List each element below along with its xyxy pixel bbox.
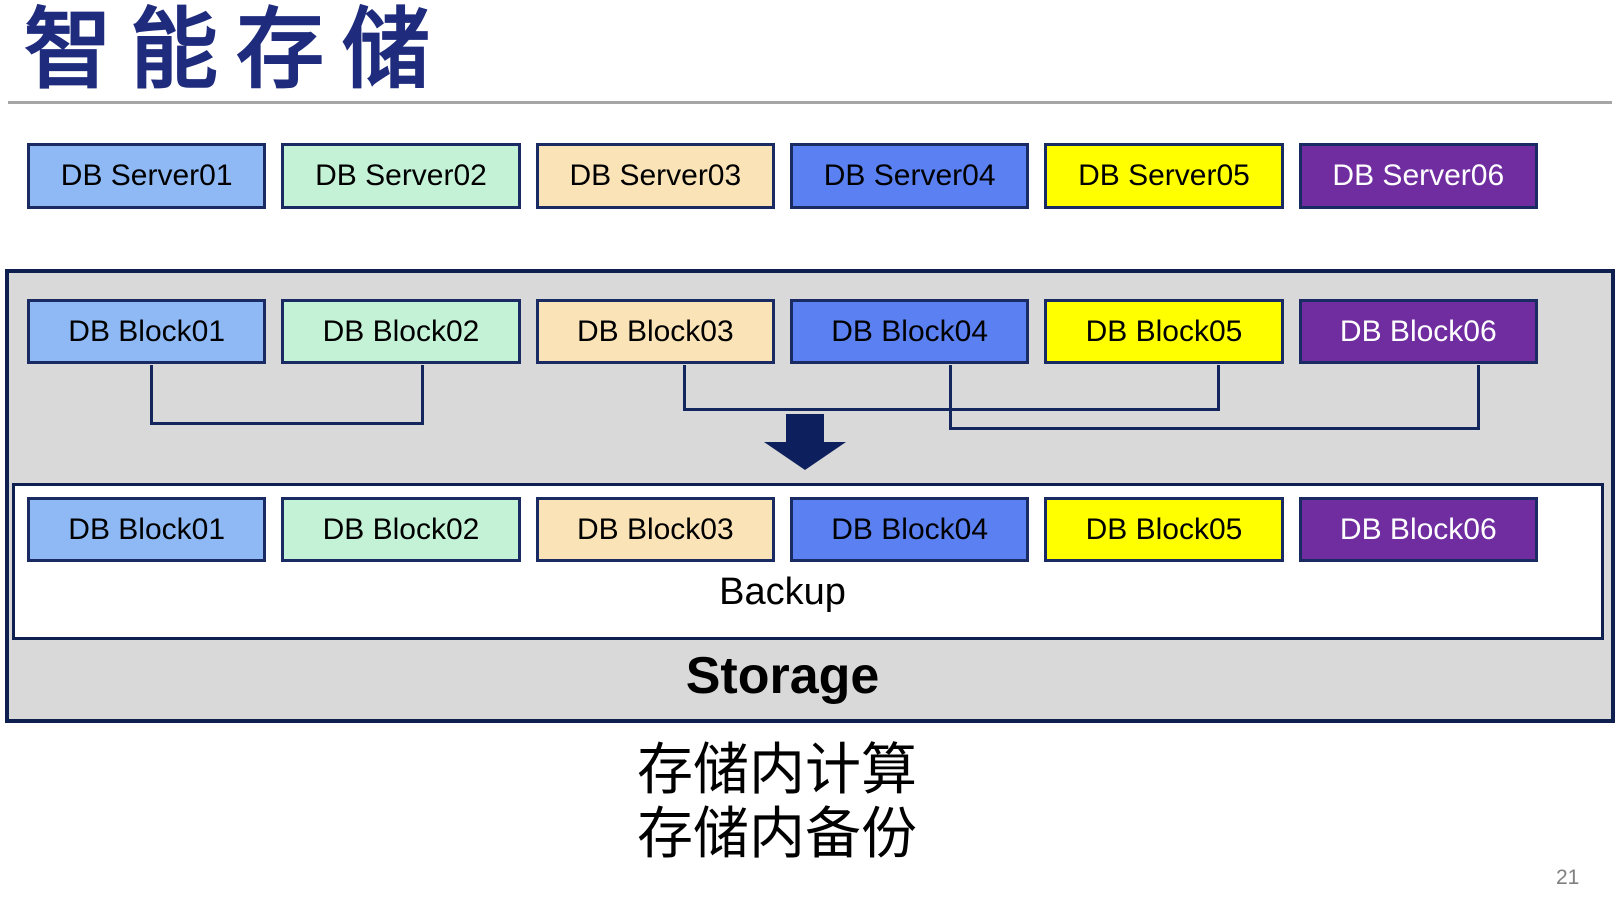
title-divider [8, 101, 1612, 104]
db-block-top-box-1: DB Block01 [27, 299, 267, 364]
storage-panel: DB Block01 DB Block02 DB Block03 DB Bloc… [5, 269, 1615, 723]
db-server-box-1: DB Server01 [27, 143, 267, 209]
db-block-bottom-row: DB Block01 DB Block02 DB Block03 DB Bloc… [27, 497, 1538, 562]
db-block-bottom-box-4: DB Block04 [789, 497, 1030, 562]
down-arrow-icon [786, 414, 824, 442]
caption-text: 存储内计算 存储内备份 [637, 738, 917, 866]
db-server-box-2: DB Server02 [281, 143, 521, 209]
db-block-top-box-2: DB Block02 [281, 299, 521, 364]
slide-title: 智能存储 [24, 0, 449, 99]
db-server-box-5: DB Server05 [1044, 143, 1284, 209]
backup-label: Backup [719, 571, 846, 613]
backup-box: DB Block01 DB Block02 DB Block03 DB Bloc… [12, 483, 1604, 640]
db-server-box-6: DB Server06 [1298, 143, 1538, 209]
caption-line-2: 存储内备份 [637, 802, 917, 865]
db-block-top-box-6: DB Block06 [1298, 299, 1538, 364]
connector-block04-block06 [949, 365, 1480, 430]
page-number: 21 [1556, 866, 1580, 889]
down-arrow-head-icon [764, 442, 846, 470]
db-block-top-box-4: DB Block04 [789, 299, 1030, 364]
db-server-box-3: DB Server03 [535, 143, 775, 209]
connector-block01-block02 [150, 365, 424, 425]
db-block-bottom-box-3: DB Block03 [535, 497, 775, 562]
caption-line-1: 存储内计算 [637, 738, 917, 801]
db-block-top-row: DB Block01 DB Block02 DB Block03 DB Bloc… [27, 299, 1538, 364]
storage-label: Storage [685, 647, 880, 705]
db-block-bottom-box-2: DB Block02 [281, 497, 521, 562]
db-block-bottom-box-5: DB Block05 [1044, 497, 1284, 562]
db-block-bottom-box-6: DB Block06 [1298, 497, 1538, 562]
db-block-top-box-5: DB Block05 [1044, 299, 1284, 364]
db-block-bottom-box-1: DB Block01 [27, 497, 267, 562]
db-block-top-box-3: DB Block03 [535, 299, 775, 364]
db-server-row: DB Server01 DB Server02 DB Server03 DB S… [27, 143, 1538, 209]
db-server-box-4: DB Server04 [789, 143, 1030, 209]
